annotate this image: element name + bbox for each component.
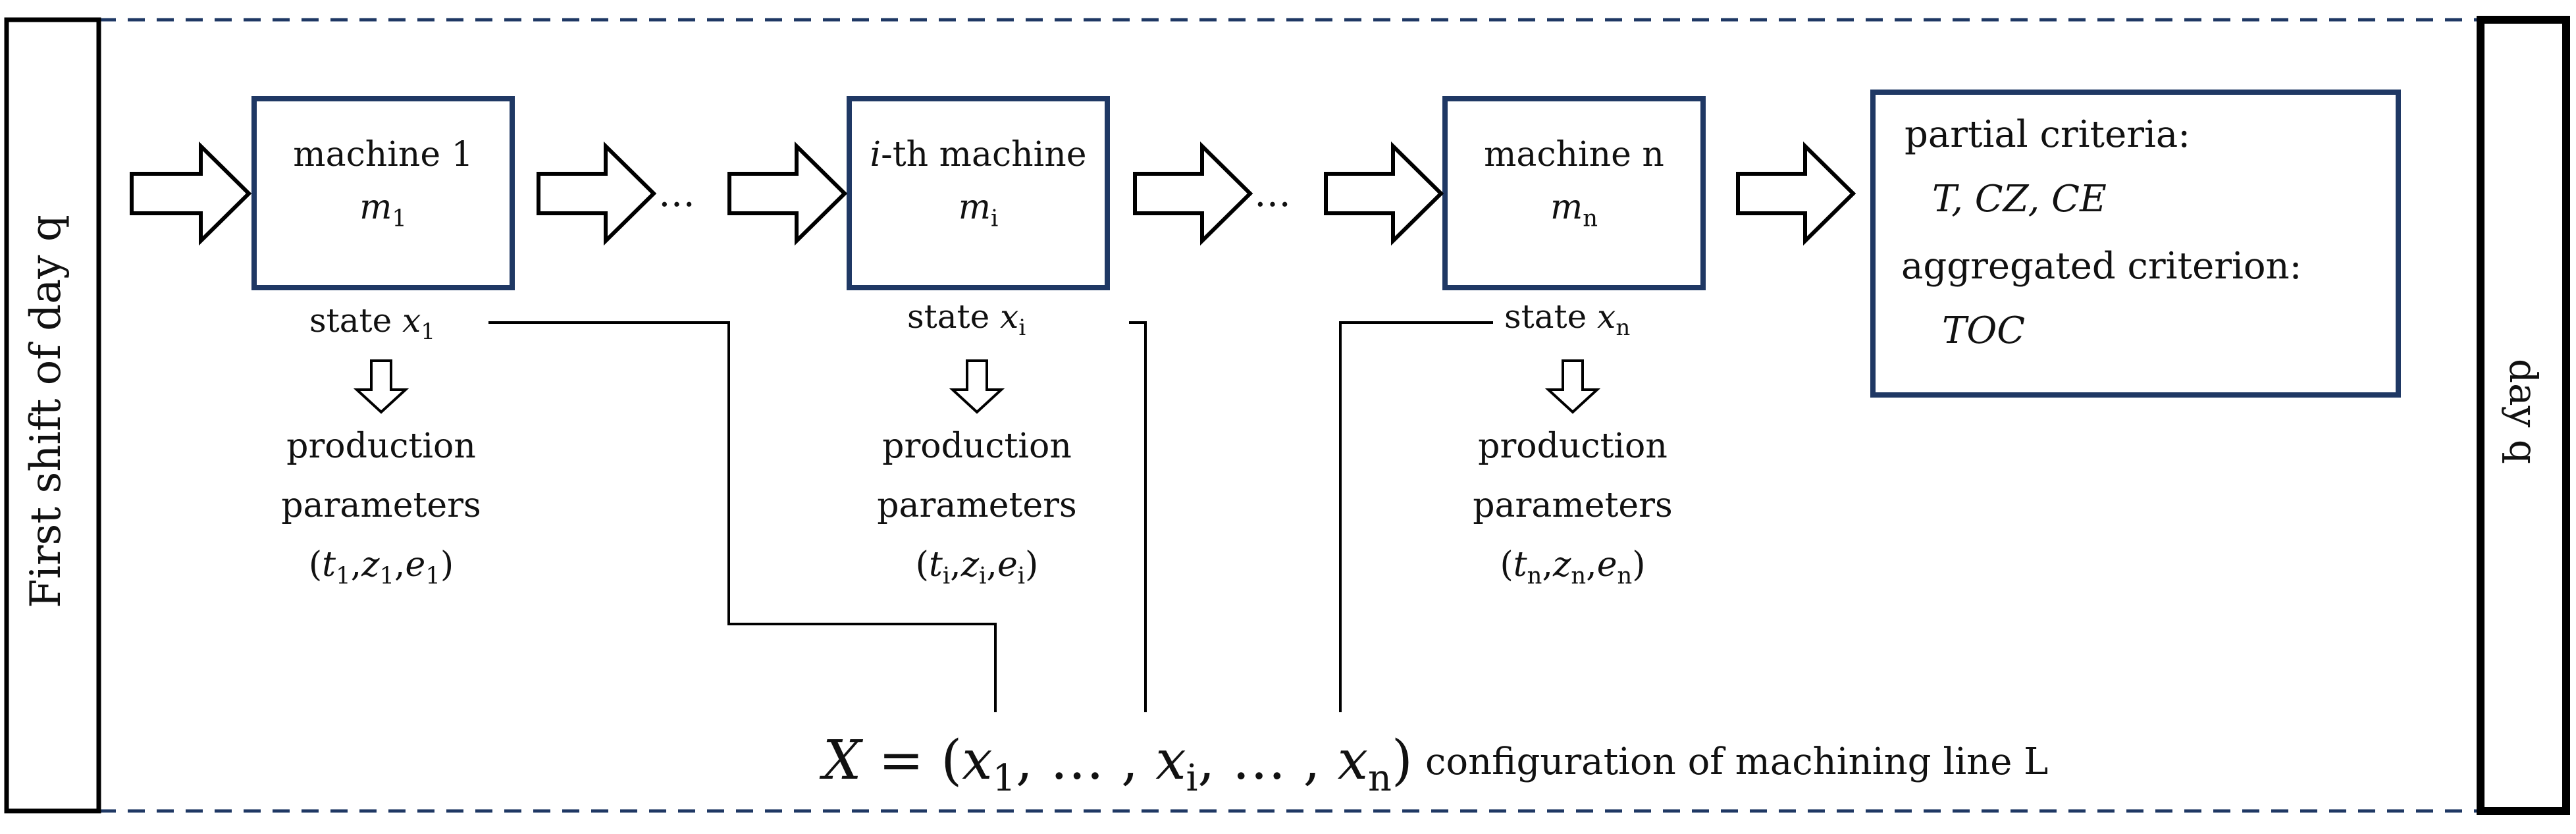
machine-i-params-line1: production [882,427,1072,466]
connector-xi [1129,321,1147,712]
flow-arrow-input [130,141,252,246]
criteria-box [1870,90,2401,398]
down-arrow-n [1544,359,1601,414]
machine-1-params-line1: production [286,427,476,466]
flow-arrow-output [1736,141,1856,246]
connector-xn [1339,321,1493,712]
configuration-formula: X = (x1, … , xi, … , xn) [823,729,1413,800]
machine-1-box [251,96,515,290]
flow-arrow-3 [1133,141,1253,246]
machine-1-title: machine 1 [293,135,473,174]
machine-i-state: state xi [907,298,1026,341]
partial-criteria-label: partial criteria: [1905,113,2191,156]
flow-arrow-2 [727,141,848,246]
machine-i-box [847,96,1110,290]
flow-arrow-4 [1324,141,1444,246]
connector-x1 [488,321,997,712]
machine-i-params-tuple: (ti,zi,ei) [915,545,1039,590]
machine-1-symbol: m1 [359,188,407,232]
left-side-box [4,17,101,814]
machine-n-params-tuple: (tn,zn,en) [1500,545,1646,590]
configuration-description: configuration of machining line L [1425,741,2049,783]
right-side-box [2477,16,2570,815]
aggregated-criterion-value: TOC [1942,309,2026,352]
down-arrow-1 [353,359,409,414]
right-side-label: day q [2501,358,2546,465]
machine-n-params-line1: production [1478,427,1668,466]
ellipsis-2: … [1254,172,1291,215]
machine-i-title: i-th machine [870,135,1087,174]
aggregated-criterion-label: aggregated criterion: [1901,245,2302,288]
flow-arrow-1 [537,141,657,246]
machine-n-state: state xn [1504,298,1631,341]
machine-i-symbol: mi [958,188,999,232]
machine-1-params-line2: parameters [281,486,481,525]
machine-n-title: machine n [1484,135,1664,174]
machine-1-state: state x1 [309,301,435,345]
partial-criteria-values: T, CZ, CE [1932,178,2107,221]
left-side-label: First shift of day q [22,215,70,608]
machine-n-box [1442,96,1706,290]
machine-1-params-tuple: (t1,z1,e1) [308,545,454,590]
ellipsis-1: … [658,172,695,215]
machine-i-params-line2: parameters [877,486,1077,525]
down-arrow-i [949,359,1005,414]
machine-n-symbol: mn [1550,188,1598,232]
machine-n-params-line2: parameters [1473,486,1673,525]
